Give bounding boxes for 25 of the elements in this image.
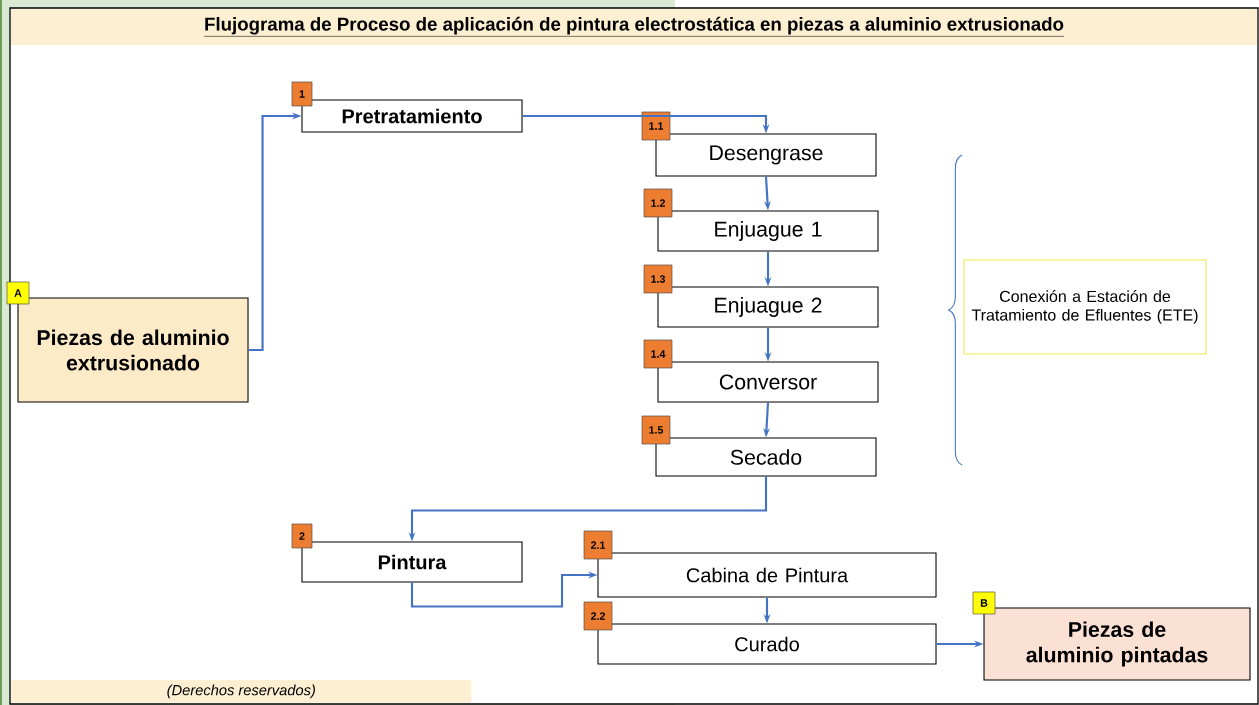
process-box: Piezas de aluminio pintadas xyxy=(983,607,1251,681)
step-badge: A xyxy=(6,281,30,305)
step-badge: 1.5 xyxy=(641,415,671,445)
step-badge: 1.4 xyxy=(643,339,673,369)
step-badge: 1 xyxy=(291,81,313,107)
process-box: Conversor xyxy=(657,361,879,403)
process-box: Pintura xyxy=(301,541,523,583)
step-badge: 2.1 xyxy=(583,530,613,560)
step-badge: 1.1 xyxy=(641,111,671,141)
process-box: Curado xyxy=(597,623,937,665)
step-badge: B xyxy=(972,591,996,615)
process-box: Desengrase xyxy=(655,133,877,177)
process-box: Pretratamiento xyxy=(301,99,523,133)
title: Flujograma de Proceso de aplicación de pintura electrostática en piezas a aluminio extrusionado xyxy=(203,16,1065,37)
step-badge: 1.2 xyxy=(643,188,673,218)
step-badge: 1.3 xyxy=(643,264,673,294)
step-badge: 2 xyxy=(291,523,313,549)
step-badge: 2.2 xyxy=(583,601,613,631)
process-box: Secado xyxy=(655,437,877,477)
process-box: Enjuague 1 xyxy=(657,210,879,252)
note-box: Conexión a Estación de Tratamiento de Efluentes (ETE) xyxy=(963,259,1207,355)
process-box: Enjuague 2 xyxy=(657,286,879,328)
process-box: Cabina de Pintura xyxy=(597,552,937,598)
process-box: Piezas de aluminio extrusionado xyxy=(17,297,249,403)
footer-note: (Derechos reservados) xyxy=(11,680,472,703)
